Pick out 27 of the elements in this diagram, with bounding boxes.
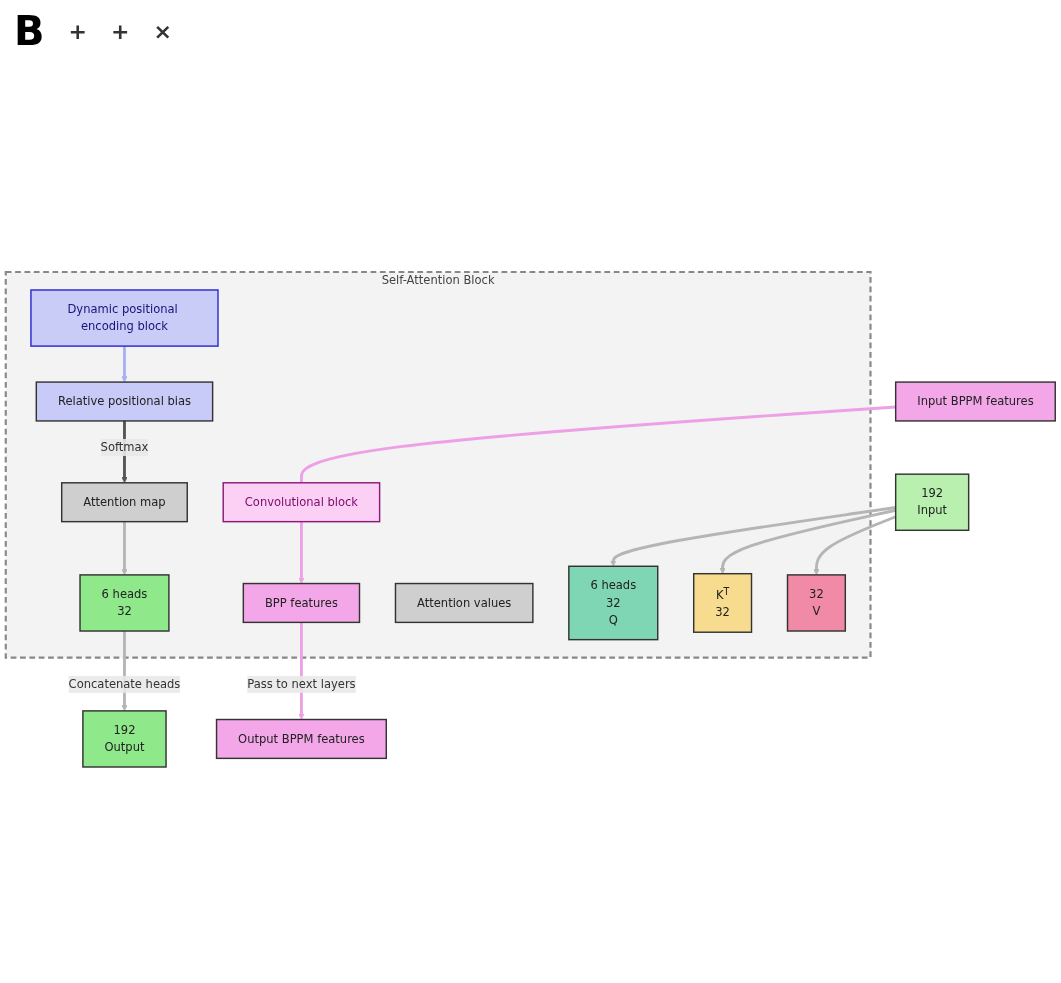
operator-sign: × [153, 18, 172, 44]
node-box: Attention values [394, 582, 534, 624]
arrow [121, 521, 128, 576]
node-box: 32 V [786, 574, 847, 632]
node-box: Input BPPM features [894, 381, 1056, 422]
node-box: Output BPPM features [215, 718, 387, 760]
arrow [719, 508, 896, 574]
node-box: BPP features [242, 582, 361, 624]
arrow [610, 506, 896, 567]
node-box: 6 heads 32 Q [568, 565, 659, 641]
arrow [298, 521, 305, 584]
node-box: 192 Output [82, 710, 167, 768]
arrow [121, 346, 128, 383]
node-box: Relative positional bias [35, 381, 214, 422]
node-box: Convolutional block [222, 482, 381, 523]
edge-label: Concatenate heads [68, 677, 181, 691]
panel-letter: B [14, 8, 45, 54]
node-box: Attention map [61, 482, 188, 523]
node-box: Dynamic positional encoding block [30, 289, 219, 347]
node-box: 192 Input [894, 473, 970, 531]
operator-sign: + [110, 18, 130, 44]
edge-label: Pass to next layers [247, 677, 356, 691]
node-box: K$^{T}$ 32 [693, 573, 753, 633]
connector [300, 405, 896, 483]
edge-label: Softmax [100, 440, 149, 455]
operator-sign: + [68, 18, 87, 44]
node-box: 6 heads 32 [79, 574, 170, 632]
